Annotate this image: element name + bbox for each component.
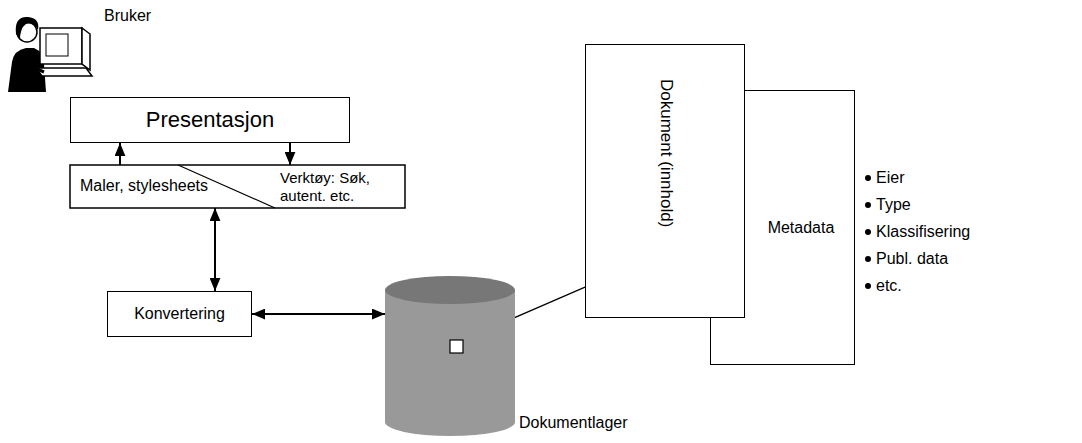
connector-arrow bbox=[289, 143, 291, 165]
keyboard bbox=[36, 68, 92, 76]
node-label: Dokumentlager bbox=[519, 414, 628, 432]
node-label: Metadata bbox=[746, 218, 856, 236]
user-icon bbox=[8, 17, 92, 92]
bullet bbox=[865, 175, 871, 181]
metadata-item: Type bbox=[876, 195, 911, 215]
connector-arrow bbox=[119, 143, 121, 165]
node-label: Verktøy: Søk, autent. etc. bbox=[280, 169, 399, 204]
document-slot bbox=[450, 340, 463, 353]
bullet-dots bbox=[865, 175, 871, 289]
presentation-box: Presentasjon bbox=[70, 97, 350, 143]
user-arm bbox=[30, 66, 44, 72]
node-label: Maler, stylesheets bbox=[80, 177, 208, 195]
tools-cell: Verktøy: Søk, autent. etc. bbox=[270, 165, 405, 208]
monitor-side bbox=[82, 28, 90, 70]
node-label: Dokument (innhold) bbox=[656, 79, 676, 227]
connector-arrow bbox=[214, 208, 216, 291]
monitor bbox=[40, 28, 82, 64]
bullet bbox=[865, 256, 871, 262]
user-hair bbox=[16, 17, 39, 40]
metadata-item: Eier bbox=[876, 168, 904, 188]
bullet bbox=[865, 202, 871, 208]
document-box: Dokument (innhold) bbox=[585, 44, 745, 318]
bullet bbox=[865, 283, 871, 289]
node-label: Presentasjon bbox=[138, 107, 282, 132]
cylinder-top bbox=[385, 276, 515, 304]
cylinder-body bbox=[385, 290, 515, 436]
metadata-item: Publ. data bbox=[876, 249, 948, 269]
connector-arrow bbox=[252, 313, 385, 315]
conversion-box: Konvertering bbox=[107, 291, 252, 337]
split-box-frame bbox=[70, 165, 405, 208]
user-label: Bruker bbox=[104, 6, 151, 26]
templates-cell: Maler, stylesheets bbox=[70, 165, 270, 208]
split-box-outline bbox=[70, 165, 405, 208]
monitor-screen bbox=[46, 34, 68, 56]
metadata-item: Klassifisering bbox=[876, 222, 970, 242]
node-label: Konvertering bbox=[126, 305, 233, 323]
metadata-item: etc. bbox=[876, 276, 902, 296]
document-store: Dokumentlager bbox=[385, 276, 515, 436]
cylinder-shape bbox=[385, 276, 515, 436]
bullet bbox=[865, 229, 871, 235]
